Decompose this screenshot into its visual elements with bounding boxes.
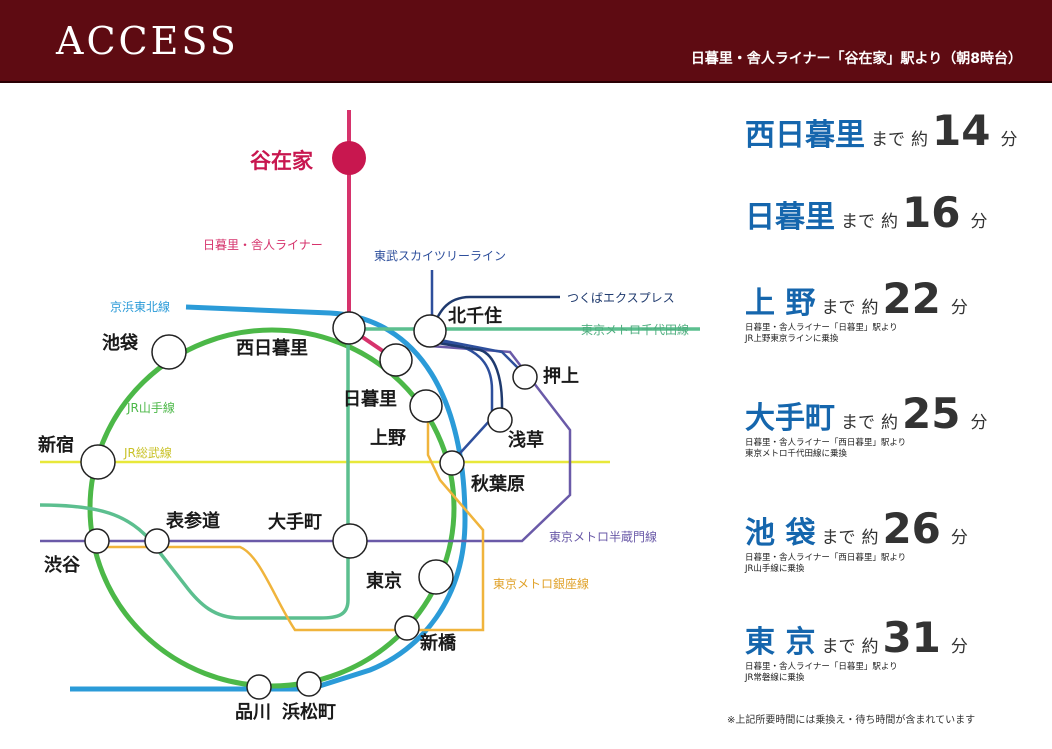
note-line-2: JR常磐線に乗換 [745,673,805,684]
label-otemachi: 大手町 [268,511,322,533]
time-item-nippori: 日暮里 まで 約 16 分 [745,192,1035,234]
label-hamamatsucho: 浜松町 [282,701,336,723]
transfer-note: 日暮里・舎人ライナー「日暮里」駅より JR上野東京ラインに乗換 [745,323,1035,346]
note-line-2: JR山手線に乗換 [745,564,805,575]
station-hamamatsucho [296,671,322,697]
station-shinagawa [246,674,272,700]
label-shinjuku: 新宿 [38,434,74,456]
destination: 大手町 [745,401,835,436]
label-toneri-liner: 日暮里・舎人ライナー [203,238,323,252]
station-kitasenju [413,314,447,348]
station-yazaike-dot [332,141,366,175]
label-tobu-skytree: 東武スカイツリーライン [374,249,506,263]
minutes-value: 25 [902,389,961,438]
approx-text: 約 [861,528,879,548]
page-title: ACCESS [56,19,239,63]
label-sobu: JR総武線 [123,445,172,460]
label-oshiage: 押上 [543,365,579,387]
label-ueno: 上野 [370,428,406,449]
time-item-otemachi: 大手町 まで 約 25 分 日暮里・舎人ライナー「西日暮里」駅より 東京メトロ千… [745,393,1035,461]
approx-text: 約 [881,413,898,433]
approx-text: 約 [911,130,928,150]
minutes-value: 16 [902,188,961,237]
label-shinagawa: 品川 [235,702,271,723]
station-tokyo [418,559,454,595]
time-item-ueno: 上 野 まで 約 22 分 日暮里・舎人ライナー「日暮里」駅より JR上野東京ラ… [745,278,1035,346]
label-omotesando: 表参道 [166,510,220,532]
note-line-1: 日暮里・舎人ライナー「西日暮里」駅より [745,553,907,563]
ginza-line [97,410,485,632]
label-ginza: 東京メトロ銀座線 [493,576,589,591]
footnote: ※上記所要時間には乗換え・待ち時間が含まれています [727,715,976,726]
made-text: まで [821,528,856,548]
minutes-unit: 分 [950,528,968,548]
label-asakusa: 浅草 [508,429,544,451]
label-nishinippori: 西日暮里 [236,338,308,359]
label-nippori: 日暮里 [343,389,397,410]
made-text: まで [871,130,905,150]
note-line-1: 日暮里・舎人ライナー「日暮里」駅より [745,662,898,672]
header-bar: ACCESS 日暮里・舎人ライナー「谷在家」駅より（朝8時台） [0,0,1052,83]
time-item-ikebukuro: 池 袋 まで 約 26 分 日暮里・舎人ライナー「西日暮里」駅より JR山手線に… [745,508,1035,576]
note-line-2: JR上野東京ラインに乗換 [745,334,839,345]
label-hanzomon: 東京メトロ半蔵門線 [549,529,657,544]
minutes-unit: 分 [950,637,968,657]
station-omotesando [144,528,170,554]
minutes-value: 14 [932,106,991,155]
label-keihin-tohoku: 京浜東北線 [110,299,170,314]
note-line-1: 日暮里・舎人ライナー「西日暮里」駅より [745,438,907,448]
note-line-1: 日暮里・舎人ライナー「日暮里」駅より [745,323,898,333]
station-nippori [379,343,413,377]
station-shibuya [84,528,110,554]
route-map: 谷在家 西日暮里 日暮里 上野 北千住 押上 浅草 秋葉原 池袋 新宿 渋谷 表… [38,110,700,723]
note-line-2: 東京メトロ千代田線に乗換 [745,449,848,460]
label-shibuya: 渋谷 [44,554,81,576]
label-yamanote: JR山手線 [126,400,175,415]
approx-text: 約 [881,212,898,232]
minutes-value: 31 [882,613,941,662]
chiyoda-line [39,327,700,620]
station-otemachi [332,523,368,559]
minutes-value: 26 [882,504,941,553]
approx-text: 約 [861,637,879,657]
minutes-unit: 分 [1000,130,1018,150]
made-text: まで [841,413,875,433]
made-text: まで [841,212,875,232]
label-tsukuba-express: つくばエクスプレス [567,291,675,305]
made-text: まで [821,298,856,318]
keihin-tohoku-line [70,304,468,692]
destination: 日暮里 [745,200,835,235]
destination: 上 野 [745,286,816,321]
station-oshiage [512,364,538,390]
label-tokyo: 東京 [366,570,402,592]
approx-text: 約 [861,298,879,318]
station-akihabara [439,450,465,476]
label-kitasenju: 北千住 [448,305,502,327]
label-ikebukuro: 池袋 [102,332,139,354]
destination: 池 袋 [745,516,816,551]
station-ueno [409,389,443,423]
time-item-tokyo: 東 京 まで 約 31 分 日暮里・舎人ライナー「日暮里」駅より JR常磐線に乗… [745,617,1035,685]
station-nishinippori [332,311,366,345]
transfer-note: 日暮里・舎人ライナー「日暮里」駅より JR常磐線に乗換 [745,662,1035,685]
transfer-note: 日暮里・舎人ライナー「西日暮里」駅より JR山手線に乗換 [745,553,1035,576]
label-yazaike: 谷在家 [250,149,314,173]
minutes-unit: 分 [970,413,988,433]
label-chiyoda: 東京メトロ千代田線 [581,322,689,337]
destination: 西日暮里 [745,118,865,153]
minutes-unit: 分 [950,298,968,318]
station-ikebukuro [151,334,187,370]
made-text: まで [821,637,856,657]
station-shinbashi [394,615,420,641]
label-akihabara: 秋葉原 [471,473,525,495]
page-subtitle: 日暮里・舎人ライナー「谷在家」駅より（朝8時台） [690,51,1022,67]
minutes-unit: 分 [970,212,988,232]
station-shinjuku [80,444,116,480]
label-shinbashi: 新橋 [420,632,457,654]
station-asakusa [487,407,513,433]
destination: 東 京 [745,625,816,660]
minutes-value: 22 [882,274,941,323]
transfer-note: 日暮里・舎人ライナー「西日暮里」駅より 東京メトロ千代田線に乗換 [745,438,1035,461]
time-item-nishinippori: 西日暮里 まで 約 14 分 [745,110,1035,152]
